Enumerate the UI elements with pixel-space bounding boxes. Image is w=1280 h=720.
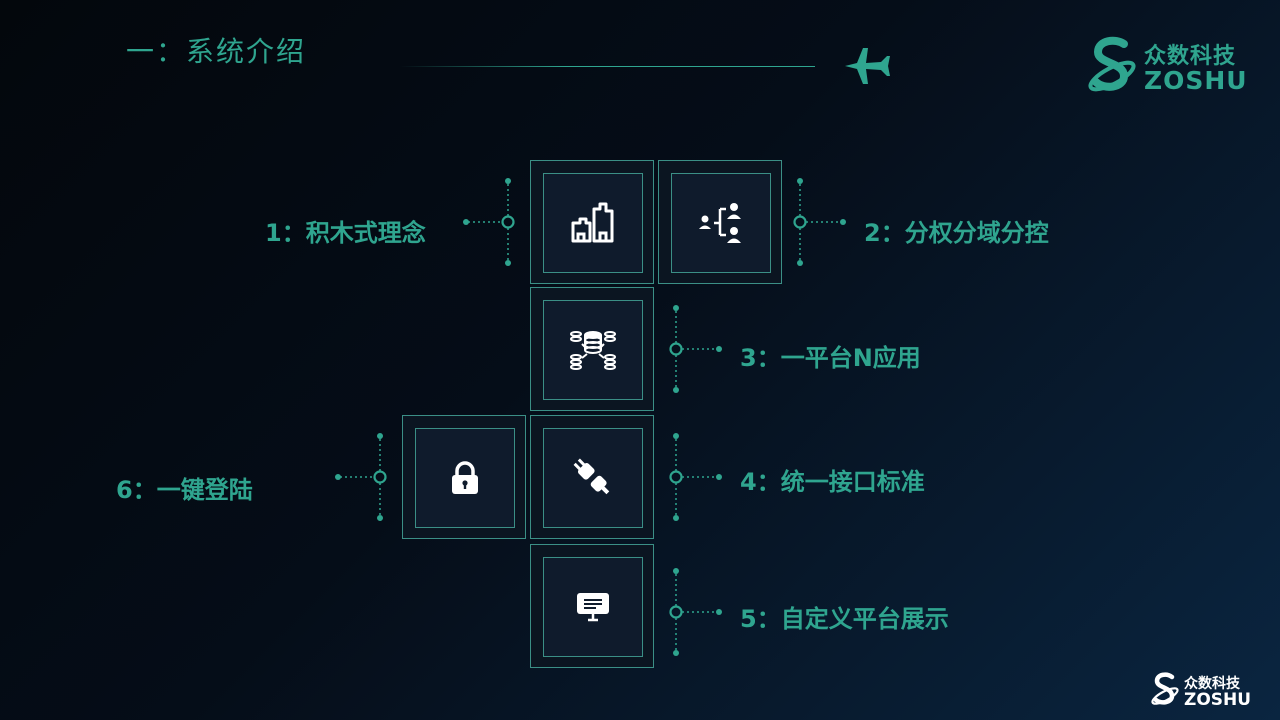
buildings-icon <box>571 202 614 243</box>
watermark-logo: 众数科技 ZOSHU <box>1150 672 1260 712</box>
lock-icon <box>452 461 478 494</box>
brand-name-cn: 众数科技 <box>1144 44 1237 69</box>
org-hierarchy-icon <box>699 203 741 243</box>
airplane-icon <box>845 48 890 84</box>
connector-right-2 <box>793 178 846 266</box>
feature-tile-platform[interactable] <box>530 287 654 411</box>
feature-label-3: 3：一平台N应用 <box>740 344 921 372</box>
feature-label-2: 2：分权分域分控 <box>864 219 1049 247</box>
feature-label-5: 5：自定义平台展示 <box>740 605 949 633</box>
connector-right-3 <box>669 305 722 393</box>
feature-label-4: 4：统一接口标准 <box>740 468 925 496</box>
connector-right-5 <box>669 568 722 656</box>
brand-name-en: ZOSHU <box>1144 66 1248 95</box>
zoshu-logo-icon <box>1088 36 1136 92</box>
feature-label-1: 1：积木式理念 <box>265 219 426 247</box>
feature-tile-interface[interactable] <box>530 415 654 539</box>
page-title: 一：系统介绍 <box>126 35 307 68</box>
database-cluster-icon <box>570 331 616 370</box>
brand-logo: 众数科技 ZOSHU <box>1086 36 1248 98</box>
connector-left-1 <box>463 178 515 266</box>
zoshu-watermark-icon <box>1151 672 1179 705</box>
feature-tile-login[interactable] <box>402 415 526 539</box>
header-divider <box>400 66 815 67</box>
feature-tile-permissions[interactable] <box>658 160 782 284</box>
connector-left-6 <box>335 433 387 521</box>
plug-icon <box>573 458 610 495</box>
monitor-icon <box>577 593 609 622</box>
feature-tile-blocks[interactable] <box>530 160 654 284</box>
watermark-name-cn: 众数科技 <box>1184 676 1240 692</box>
feature-tile-display[interactable] <box>530 544 654 668</box>
watermark-name-en: ZOSHU <box>1184 690 1252 710</box>
feature-label-6: 6：一键登陆 <box>116 476 253 504</box>
connector-right-4 <box>669 433 722 521</box>
